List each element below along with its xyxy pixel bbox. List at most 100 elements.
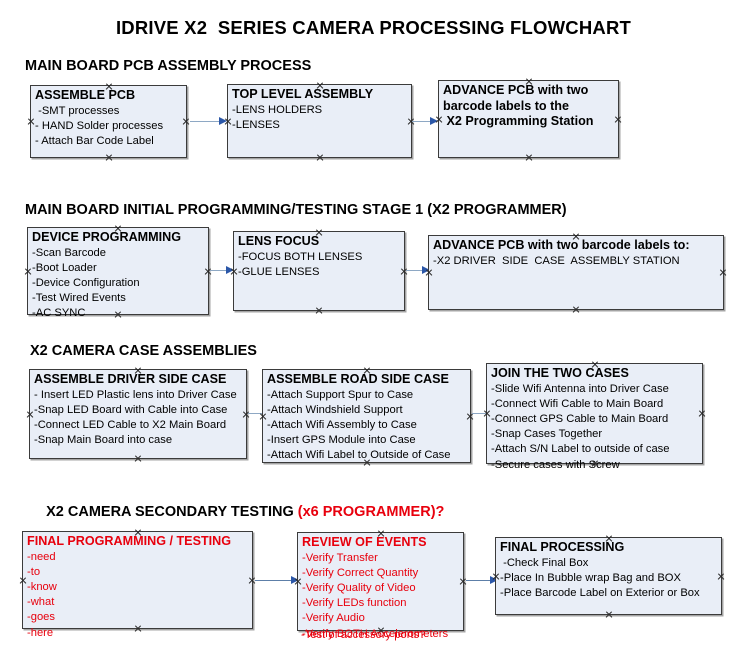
connection-handle-left[interactable] [224,117,233,126]
box-line: -Boot Loader [32,261,97,274]
arrow-shaft [466,579,490,582]
box-line: -Verify Transfer [302,551,378,564]
box-final-programming-testing[interactable]: FINAL PROGRAMMING / TESTING -need -to -k… [19,528,253,639]
box-line: -Attach Wifi Assembly to Case [267,418,417,431]
box-final-processing[interactable]: FINAL PROCESSING -Check Final Box -Place… [495,537,722,615]
connection-handle-top[interactable] [315,228,324,237]
box-title: DEVICE PROGRAMMING [32,230,182,244]
box-assemble-driver-side-case[interactable]: ASSEMBLE DRIVER SIDE CASE - Insert LED P… [29,369,247,459]
box-line: -X2 DRIVER SIDE CASE ASSEMBLY STATION [433,254,680,267]
box-line: -AC SYNC [32,307,86,320]
box-content: ADVANCE PCB with two barcode labels to t… [443,83,616,130]
connection-handle-left[interactable] [24,267,33,276]
box-title-line2: barcode labels to the [443,98,569,113]
arrow-shaft [472,412,486,415]
box-join-the-two-cases[interactable]: JOIN THE TWO CASES -Slide Wifi Antenna i… [483,360,703,471]
connection-handle-left[interactable] [259,412,268,421]
arrow-shaft [210,269,226,272]
connection-handle-left[interactable] [26,410,35,419]
box-line: -to [27,565,41,578]
box-line: -Scan Barcode [32,246,107,259]
box-device-programming[interactable]: DEVICE PROGRAMMING -Scan Barcode -Boot L… [24,224,209,319]
box-line: -Verify Audio [302,612,365,625]
connection-handle-left[interactable] [425,268,434,277]
box-line: -Attach Wifi Label to Outside of Case [267,449,451,462]
box-title: ASSEMBLE ROAD SIDE CASE [267,372,449,386]
connection-handle-bottom[interactable] [524,153,533,162]
connection-handle-bottom[interactable] [572,305,581,314]
connection-handle-top[interactable] [362,366,371,375]
connection-handle-bottom[interactable] [604,610,613,619]
box-line: -need [27,550,56,563]
box-content: ASSEMBLE ROAD SIDE CASE -Attach Support … [267,372,468,464]
box-title: LENS FOCUS [238,234,320,248]
box-title: FINAL PROCESSING [500,540,625,554]
connection-handle-top[interactable] [315,81,324,90]
box-line: - HAND Solder processes [35,119,164,132]
box-content: LENS FOCUS -FOCUS BOTH LENSES -GLUE LENS… [238,234,402,280]
box-line: -Verify BOTH Accelerometers [302,627,449,640]
box-content: REVIEW OF EVENTS -Verify Transfer -Verif… [302,535,461,642]
box-advance-pcb-programming-station[interactable]: ADVANCE PCB with two barcode labels to t… [438,80,619,158]
connection-handle-bottom[interactable] [134,454,143,463]
box-title: TOP LEVEL ASSEMBLY [232,87,374,101]
connection-handle-left[interactable] [492,572,501,581]
arrow-4-1 [255,576,299,585]
section-header-2: MAIN BOARD INITIAL PROGRAMMING/TESTING S… [25,202,567,218]
connection-handle-bottom[interactable] [104,153,113,162]
connection-handle-left[interactable] [435,115,444,124]
connection-handle-left[interactable] [230,267,239,276]
arrow-shaft [406,269,422,272]
box-title: ADVANCE PCB with two barcode labels to: [433,238,690,252]
arrow-shaft [190,120,219,123]
connection-handle-right[interactable] [614,115,623,124]
box-line: -Verify LEDs function [302,597,407,610]
connection-handle-top[interactable] [114,224,123,233]
box-content: TOP LEVEL ASSEMBLY -LENS HOLDERS -LENSES [232,87,409,133]
connection-handle-bottom[interactable] [590,459,599,468]
box-lens-focus[interactable]: LENS FOCUS -FOCUS BOTH LENSES -GLUE LENS… [233,231,405,311]
box-line: -Place Barcode Label on Exterior or Box [500,586,700,599]
box-top-level-assembly[interactable]: TOP LEVEL ASSEMBLY -LENS HOLDERS -LENSES [227,84,412,158]
connection-handle-bottom[interactable] [315,306,324,315]
box-line: -GLUE LENSES [238,265,320,278]
connection-handle-top[interactable] [590,360,599,369]
connection-handle-bottom[interactable] [133,624,142,633]
box-advance-pcb-driver-side-station[interactable]: ADVANCE PCB with two barcode labels to: … [428,235,724,310]
box-line: -Device Configuration [32,276,140,289]
connection-handle-bottom[interactable] [315,153,324,162]
connection-handle-top[interactable] [134,366,143,375]
box-content: FINAL PROGRAMMING / TESTING -need -to -k… [27,534,250,641]
box-content: FINAL PROCESSING -Check Final Box -Place… [500,540,719,601]
connection-handle-right[interactable] [698,409,707,418]
connection-handle-top[interactable] [133,528,142,537]
box-line: -Snap Cases Together [491,428,603,441]
box-assemble-road-side-case[interactable]: ASSEMBLE ROAD SIDE CASE -Attach Support … [262,369,471,463]
connection-handle-bottom[interactable] [362,458,371,467]
section-header-3: X2 CAMERA CASE ASSEMBLIES [30,343,257,359]
box-line: -SMT processes [35,104,120,117]
box-title: ASSEMBLE DRIVER SIDE CASE [34,372,227,386]
connection-handle-left[interactable] [483,409,492,418]
connection-handle-left[interactable] [19,576,28,585]
box-line: -goes [27,611,55,624]
box-line: -Insert GPS Module into Case [267,434,416,447]
section-header-1: MAIN BOARD PCB ASSEMBLY PROCESS [25,58,312,74]
connection-handle-right[interactable] [717,572,726,581]
connection-handle-top[interactable] [572,232,581,241]
box-assemble-pcb[interactable]: ASSEMBLE PCB -SMT processes - HAND Solde… [30,85,187,158]
connection-handle-left[interactable] [294,577,303,586]
connection-handle-top[interactable] [604,534,613,543]
page-title: IDRIVE X2 SERIES CAMERA PROCESSING FLOWC… [115,17,632,38]
connection-handle-left[interactable] [27,117,36,126]
connection-handle-right[interactable] [719,268,728,277]
box-review-of-events[interactable]: REVIEW OF EVENTS -Verify Transfer -Verif… [294,529,464,640]
box-line: -what [27,596,55,609]
box-line: -Verify Correct Quantity [302,566,419,579]
box-line: -here [27,626,54,639]
connection-handle-top[interactable] [104,82,113,91]
connection-handle-top[interactable] [376,529,385,538]
connection-handle-top[interactable] [524,77,533,86]
connection-handle-bottom[interactable] [114,310,123,319]
box-title: ADVANCE PCB with two [443,83,589,97]
